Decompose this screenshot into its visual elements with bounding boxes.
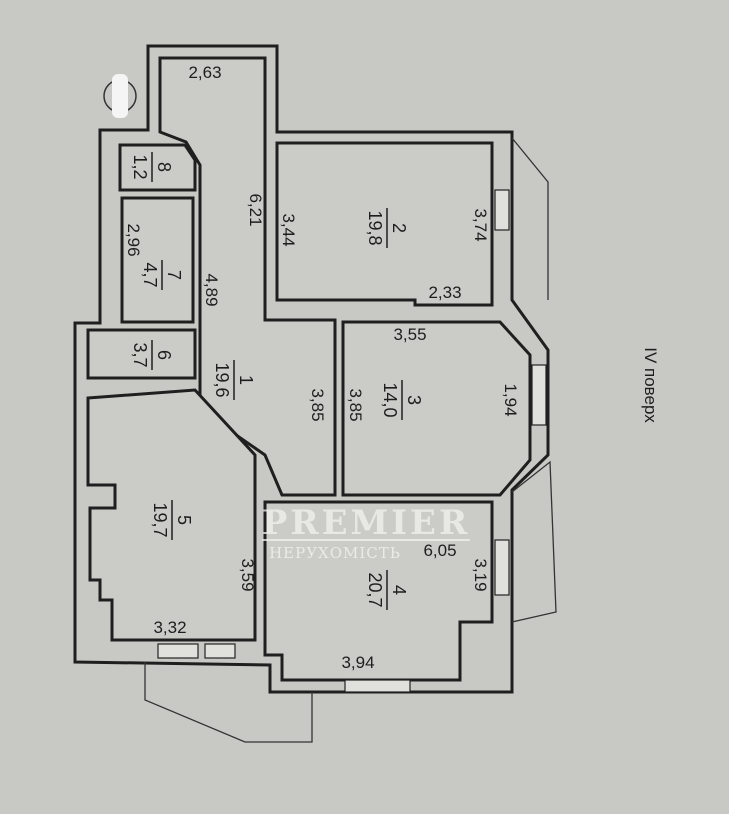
room-7 — [120, 196, 195, 324]
window — [494, 539, 510, 596]
dimension: 3,74 — [471, 208, 490, 241]
dimension: 3,32 — [153, 618, 186, 637]
room-label-8: 8 1,2 — [130, 152, 174, 182]
dimension: 3,55 — [393, 325, 426, 344]
dimension: 6,05 — [423, 541, 456, 560]
svg-text:PREMIER: PREMIER — [262, 503, 470, 543]
room-label-3: 3 14,0 — [380, 380, 424, 420]
outer-wall — [73, 44, 550, 694]
svg-text:1: 1 — [236, 375, 256, 385]
room-label-1: 1 19,6 — [212, 360, 256, 400]
window — [494, 189, 510, 231]
bay-top-right — [511, 137, 549, 300]
svg-text:14,0: 14,0 — [380, 382, 400, 417]
dimension: 4,89 — [202, 273, 221, 306]
dimension: 3,59 — [238, 558, 257, 591]
watermark: PREMIER НЕРУХОМІСТЬ — [262, 503, 470, 562]
riser-mark — [112, 74, 128, 118]
room-label-4: 4 20,7 — [365, 570, 409, 610]
dimension: 1,94 — [501, 383, 520, 416]
room-8 — [118, 143, 197, 192]
svg-text:20,7: 20,7 — [365, 572, 385, 607]
window — [157, 643, 199, 659]
svg-text:6: 6 — [154, 350, 174, 360]
dimension: 6,21 — [246, 193, 265, 226]
room-3 — [341, 320, 532, 497]
dimension: 3,85 — [346, 388, 365, 421]
balcony — [144, 662, 313, 743]
svg-text:5: 5 — [174, 515, 194, 525]
svg-text:3,7: 3,7 — [130, 342, 150, 367]
room-4 — [263, 500, 494, 682]
svg-text:НЕРУХОМІСТЬ: НЕРУХОМІСТЬ — [269, 544, 401, 562]
room-2 — [275, 141, 494, 307]
window — [531, 364, 547, 426]
svg-text:8: 8 — [154, 162, 174, 172]
svg-text:1,2: 1,2 — [130, 154, 150, 179]
svg-text:2: 2 — [389, 223, 409, 233]
room-label-5: 5 19,7 — [150, 500, 194, 540]
room-label-6: 6 3,7 — [130, 340, 174, 370]
dimension: 3,94 — [341, 653, 374, 672]
window — [344, 679, 411, 693]
svg-text:19,8: 19,8 — [365, 210, 385, 245]
room-label-7: 7 4,7 — [140, 260, 184, 290]
room-label-2: 2 19,8 — [365, 208, 409, 248]
room-6 — [86, 328, 197, 380]
dimension: 2,33 — [428, 283, 461, 302]
svg-text:19,6: 19,6 — [212, 362, 232, 397]
dimension: 3,85 — [308, 388, 327, 421]
dimension: 3,44 — [279, 213, 298, 246]
bay-bottom-right — [511, 460, 557, 623]
dimension: 3,19 — [471, 558, 490, 591]
svg-text:7: 7 — [164, 270, 184, 280]
svg-text:19,7: 19,7 — [150, 502, 170, 537]
svg-text:4,7: 4,7 — [140, 262, 160, 287]
dimension: 2,96 — [124, 223, 143, 256]
floor-label: IV поверх — [641, 347, 660, 423]
window — [204, 643, 236, 659]
svg-text:3: 3 — [404, 395, 424, 405]
dimension: 2,63 — [188, 63, 221, 82]
svg-text:4: 4 — [389, 585, 409, 595]
room-1-corridor — [158, 56, 337, 497]
